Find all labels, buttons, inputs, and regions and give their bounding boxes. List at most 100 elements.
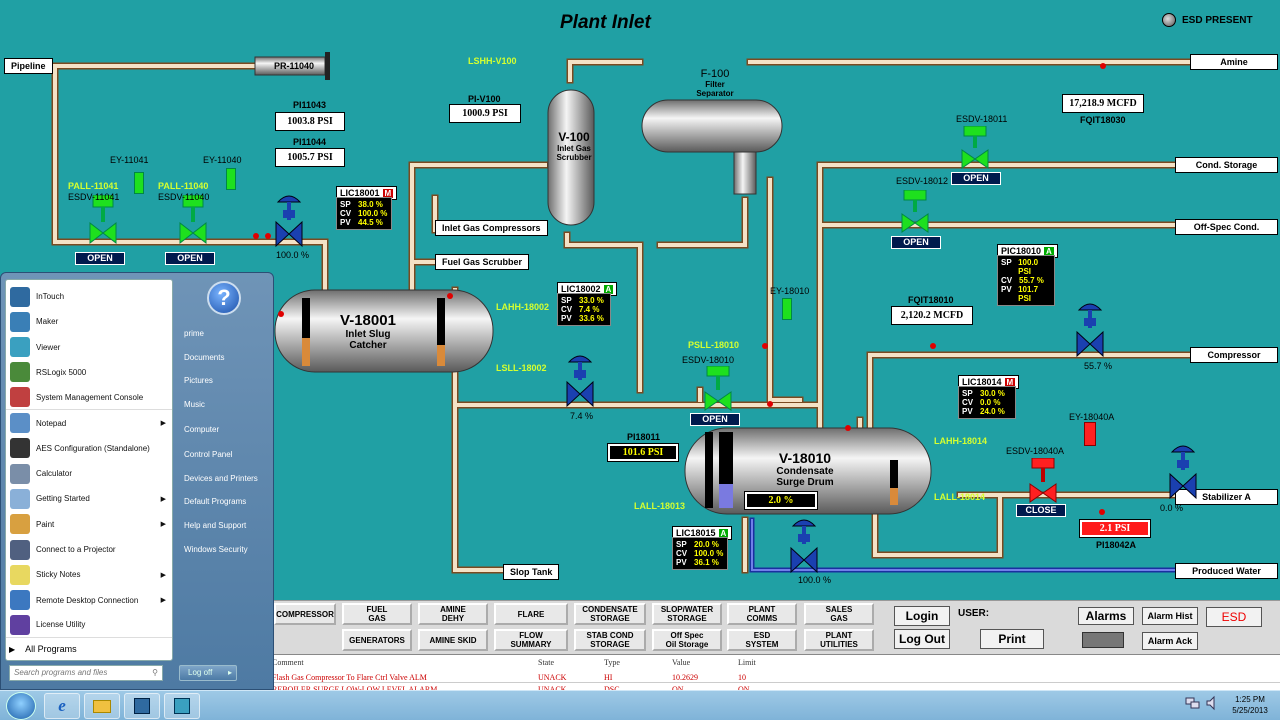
inlet-gas-compressors-tag[interactable]: Inlet Gas Compressors [435, 220, 548, 236]
esdv-18011-valve[interactable] [960, 125, 990, 175]
nav-button-plant-utilities[interactable]: PLANT UTILITIES [804, 629, 874, 651]
start-item-connect-to-a-projector[interactable]: Connect to a Projector [6, 537, 172, 562]
start-item-rslogix-5000[interactable]: RSLogix 5000 [6, 360, 172, 385]
print-button[interactable]: Print [980, 629, 1044, 649]
start-place-prime[interactable]: prime [184, 329, 205, 338]
ey18040a-solenoid[interactable] [1084, 422, 1096, 446]
nav-button-sales-gas[interactable]: SALES GAS [804, 603, 874, 625]
produced-water-outlet-tag[interactable]: Produced Water [1175, 563, 1278, 579]
intouch-app-icon[interactable] [124, 693, 160, 719]
start-item-system-management-console[interactable]: System Management Console [6, 385, 172, 411]
start-place-computer[interactable]: Computer [184, 425, 220, 434]
lv-18002-valve[interactable] [565, 352, 595, 413]
start-item-intouch[interactable]: InTouch [6, 284, 172, 309]
start-place-pictures[interactable]: Pictures [184, 376, 213, 385]
start-item-calculator[interactable]: Calculator [6, 461, 172, 486]
start-item-license-utility[interactable]: License Utility [6, 613, 172, 638]
esdv-18012-valve[interactable] [900, 189, 930, 239]
esdv-18012-status[interactable]: OPEN [891, 236, 941, 249]
help-icon[interactable]: ? [207, 281, 241, 315]
lv-18014-valve[interactable] [1168, 442, 1198, 505]
start-item-paint[interactable]: Paint▶ [6, 512, 172, 537]
pi18042a-value[interactable]: 2.1 PSI [1079, 519, 1151, 538]
start-place-devices-and-printers[interactable]: Devices and Printers [184, 474, 258, 483]
offspec-outlet-tag[interactable]: Off-Spec Cond. [1175, 219, 1278, 235]
nav-button-stab-cond-storage[interactable]: STAB COND STORAGE [574, 629, 646, 651]
nav-button-generators[interactable]: GENERATORS [342, 629, 412, 651]
nav-button-amine-skid[interactable]: AMINE SKID [418, 629, 488, 651]
start-item-sticky-notes[interactable]: Sticky Notes▶ [6, 562, 172, 587]
alarm-hist-button[interactable]: Alarm Hist [1142, 607, 1198, 625]
piv100-value[interactable]: 1000.9 PSI [449, 104, 521, 123]
esdv-11041-valve[interactable] [88, 194, 118, 250]
ey11040-solenoid[interactable] [226, 168, 236, 190]
fqit18030-value[interactable]: 17,218.9 MCFD [1062, 94, 1144, 113]
start-item-viewer[interactable]: Viewer [6, 335, 172, 360]
pipeline-inlet-tag[interactable]: Pipeline [4, 58, 53, 74]
start-item-remote-desktop-connection[interactable]: Remote Desktop Connection▶ [6, 588, 172, 613]
nav-button-flow-summary[interactable]: FLOW SUMMARY [494, 629, 568, 651]
esdv-18010-valve[interactable] [703, 365, 733, 417]
nav-button-fuel-gas[interactable]: FUEL GAS [342, 603, 412, 625]
ey18010-solenoid[interactable] [782, 298, 792, 320]
lv-18001-valve[interactable] [274, 192, 304, 253]
pi18011-value[interactable]: 101.6 PSI [607, 443, 679, 462]
slop-tank-outlet-tag[interactable]: Slop Tank [503, 564, 560, 580]
esdv-11041-status[interactable]: OPEN [75, 252, 125, 265]
logout-button[interactable]: Log Out [894, 629, 950, 649]
start-place-help-and-support[interactable]: Help and Support [184, 521, 247, 530]
esdv-18040a-status[interactable]: CLOSE [1016, 504, 1066, 517]
alarms-button[interactable]: Alarms [1078, 607, 1134, 625]
pv-18010-valve[interactable] [1075, 300, 1105, 363]
volume-icon[interactable] [1205, 695, 1219, 711]
pi11044-value[interactable]: 1005.7 PSI [275, 148, 345, 167]
stabilizer-outlet-tag[interactable]: Stabilizer A [1175, 489, 1278, 505]
clock[interactable]: 1:25 PM 5/25/2013 [1224, 694, 1276, 716]
windowviewer-app-icon[interactable] [164, 693, 200, 719]
all-programs-item[interactable]: ▶All Programs [9, 641, 169, 657]
nav-button-plant-comms[interactable]: PLANT COMMS [727, 603, 797, 625]
amine-outlet-tag[interactable]: Amine [1190, 54, 1278, 70]
nav-button-esd-system[interactable]: ESD SYSTEM [727, 629, 797, 651]
start-item-getting-started[interactable]: Getting Started▶ [6, 486, 172, 511]
esdv-18011-status[interactable]: OPEN [951, 172, 1001, 185]
cond-storage-outlet-tag[interactable]: Cond. Storage [1175, 157, 1278, 173]
log-off-button[interactable]: Log off▸ [179, 665, 237, 681]
network-icon[interactable] [1185, 695, 1201, 711]
compressor-outlet-tag[interactable]: Compressor [1190, 347, 1278, 363]
login-button[interactable]: Login [894, 606, 950, 626]
internet-explorer-icon[interactable]: e [44, 693, 80, 719]
esdv-18040a-valve[interactable] [1028, 457, 1058, 509]
search-programs-input[interactable]: Search programs and files⚲ [9, 665, 163, 681]
nav-button-amine-dehy[interactable]: AMINE DEHY [418, 603, 488, 625]
nav-button-off-spec-oil-storage[interactable]: Off Spec Oil Storage [652, 629, 722, 651]
alarm-ack-button[interactable]: Alarm Ack [1142, 632, 1198, 650]
nav-button-compressor[interactable]: COMPRESSOR [274, 603, 336, 625]
nav-button-flare[interactable]: FLARE [494, 603, 568, 625]
ey11041-solenoid[interactable] [134, 172, 144, 194]
start-item-notepad[interactable]: Notepad▶ [6, 411, 172, 436]
esdv-11040-status[interactable]: OPEN [165, 252, 215, 265]
nav-button-condensate-storage[interactable]: CONDENSATE STORAGE [574, 603, 646, 625]
start-place-windows-security[interactable]: Windows Security [184, 545, 248, 554]
start-place-documents[interactable]: Documents [184, 353, 225, 362]
pi11043-value[interactable]: 1003.8 PSI [275, 112, 345, 131]
esdv-11040-valve[interactable] [178, 194, 208, 250]
explorer-folder-icon[interactable] [84, 693, 120, 719]
start-item-maker[interactable]: Maker [6, 309, 172, 334]
v18010-level-value[interactable]: 2.0 % [744, 491, 818, 510]
esdv-18010-status[interactable]: OPEN [690, 413, 740, 426]
start-orb-icon[interactable] [6, 692, 36, 720]
fuel-gas-scrubber-tag[interactable]: Fuel Gas Scrubber [435, 254, 530, 270]
lv-18015-valve[interactable] [789, 516, 819, 579]
start-place-control-panel[interactable]: Control Panel [184, 450, 233, 459]
